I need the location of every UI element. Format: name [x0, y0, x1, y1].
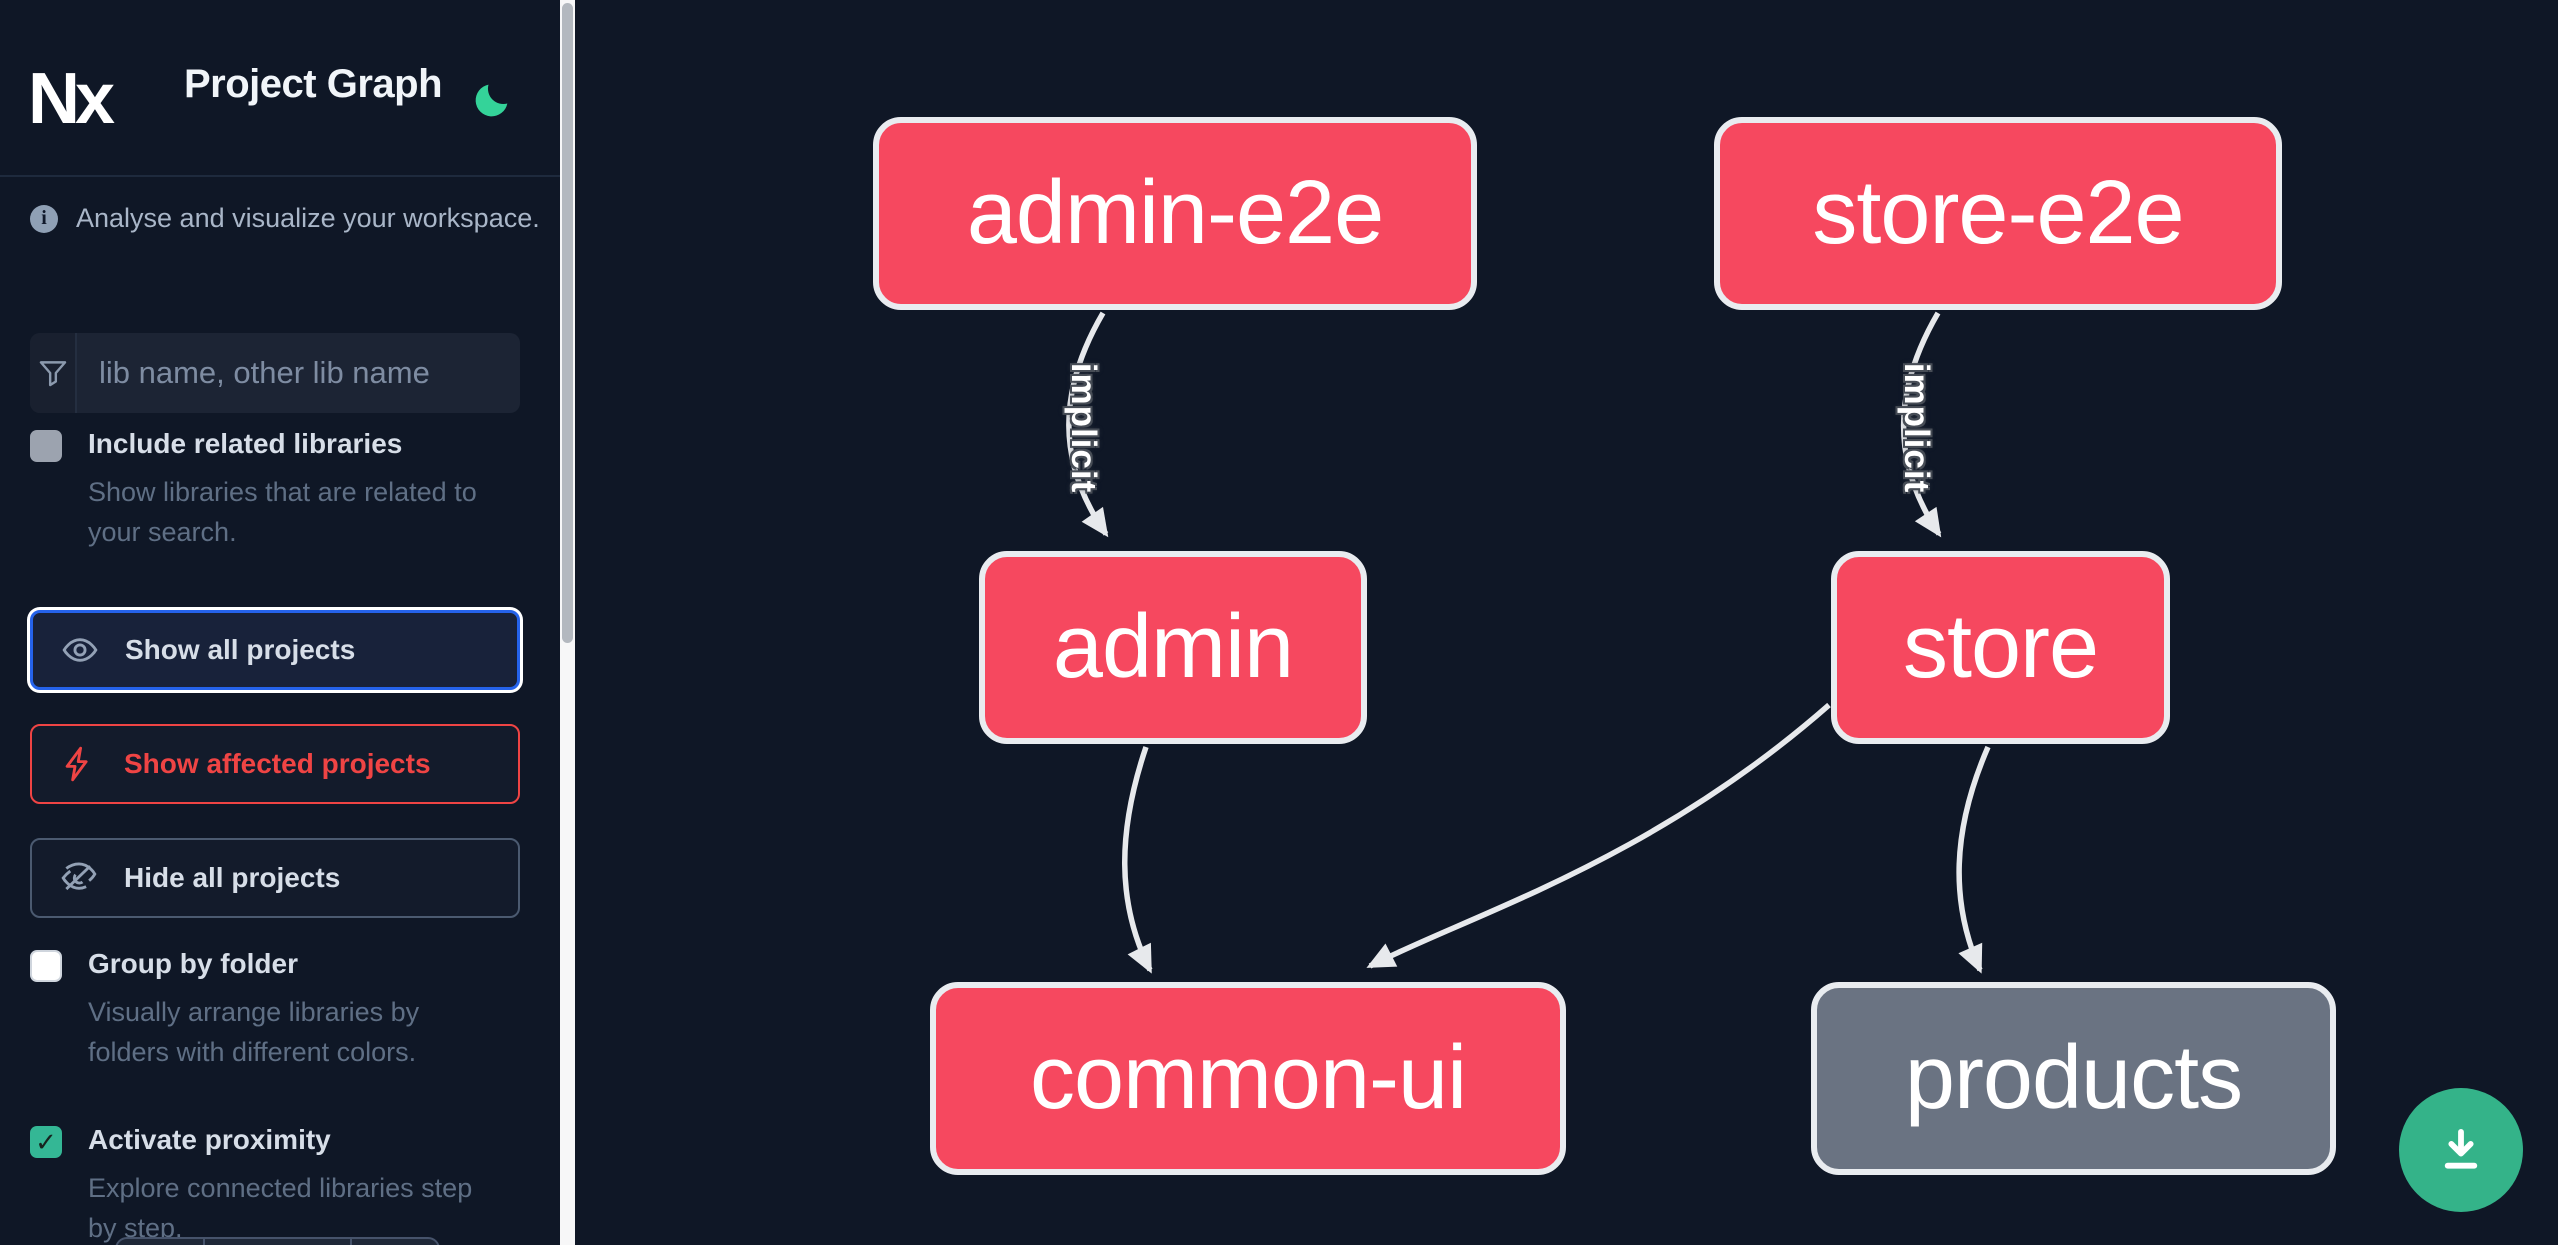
hide-all-projects-label: Hide all projects: [124, 862, 341, 893]
download-graph-button[interactable]: [2399, 1088, 2523, 1212]
toggle-activate-proximity: ✓ Activate proximity Explore connected l…: [30, 1124, 530, 1245]
search-box: [30, 333, 520, 413]
show-affected-projects-button[interactable]: Show affected projects: [30, 724, 520, 804]
edge-label-store-e2e-to-store[interactable]: implicit: [1897, 362, 1936, 494]
hide-all-projects-button[interactable]: Hide all projects: [30, 838, 520, 918]
proximity-value-segment: [205, 1239, 352, 1245]
sidebar-scrollbar[interactable]: [560, 0, 575, 1245]
toggle-group-by-folder: Group by folder Visually arrange librari…: [30, 948, 530, 1072]
show-all-projects-button[interactable]: Show all projects: [30, 610, 520, 690]
graph-node-admin[interactable]: admin: [979, 551, 1367, 744]
eye-off-icon: [61, 862, 97, 891]
graph-node-admin-e2e[interactable]: admin-e2e: [873, 117, 1477, 310]
toggle-include-related-desc: Show libraries that are related to your …: [88, 477, 477, 547]
toggle-activate-proximity-desc: Explore connected libraries step by step…: [88, 1173, 473, 1243]
sidebar-header: Nx Project Graph: [0, 0, 560, 177]
eye-icon: [62, 638, 98, 662]
proximity-decrement-segment[interactable]: [117, 1239, 205, 1245]
toggle-include-related: Include related libraries Show libraries…: [30, 428, 530, 552]
proximity-increment-segment[interactable]: [352, 1239, 438, 1245]
graph-node-common-ui[interactable]: common-ui: [930, 982, 1566, 1175]
toggle-group-by-folder-label[interactable]: Group by folder: [88, 948, 298, 979]
page-title: Project Graph: [184, 62, 443, 106]
show-all-projects-label: Show all projects: [125, 634, 356, 665]
search-input[interactable]: [77, 333, 520, 413]
sidebar: Nx Project Graph i Analyse and visualize…: [0, 0, 560, 1245]
checkbox-group-by-folder[interactable]: [30, 950, 62, 982]
lightning-bolt-icon: [65, 746, 88, 782]
edge-label-admin-e2e-to-admin[interactable]: implicit: [1064, 362, 1103, 494]
filter-funnel-icon: [39, 361, 66, 387]
show-affected-projects-label: Show affected projects: [124, 748, 431, 779]
toggle-include-related-label[interactable]: Include related libraries: [88, 428, 403, 459]
tagline-text: Analyse and visualize your workspace.: [76, 203, 540, 233]
graph-node-products[interactable]: products: [1811, 982, 2336, 1175]
download-icon: [2444, 1128, 2478, 1169]
dark-mode-toggle[interactable]: [472, 80, 512, 120]
toggle-activate-proximity-label[interactable]: Activate proximity: [88, 1124, 331, 1155]
graph-node-store-e2e[interactable]: store-e2e: [1714, 117, 2282, 310]
checkbox-include-related[interactable]: [30, 430, 62, 462]
nx-logo: Nx: [28, 59, 115, 139]
proximity-depth-control[interactable]: [115, 1237, 440, 1245]
moon-icon: [475, 84, 508, 117]
info-icon: i: [30, 204, 58, 233]
sidebar-scrollbar-thumb[interactable]: [562, 3, 573, 643]
checkbox-activate-proximity[interactable]: ✓: [30, 1126, 62, 1158]
tagline-row: i Analyse and visualize your workspace.: [30, 203, 540, 234]
graph-node-store[interactable]: store: [1831, 551, 2170, 744]
filter-iconbox: [30, 333, 77, 413]
header-divider: [0, 175, 560, 177]
toggle-group-by-folder-desc: Visually arrange libraries by folders wi…: [88, 997, 420, 1067]
